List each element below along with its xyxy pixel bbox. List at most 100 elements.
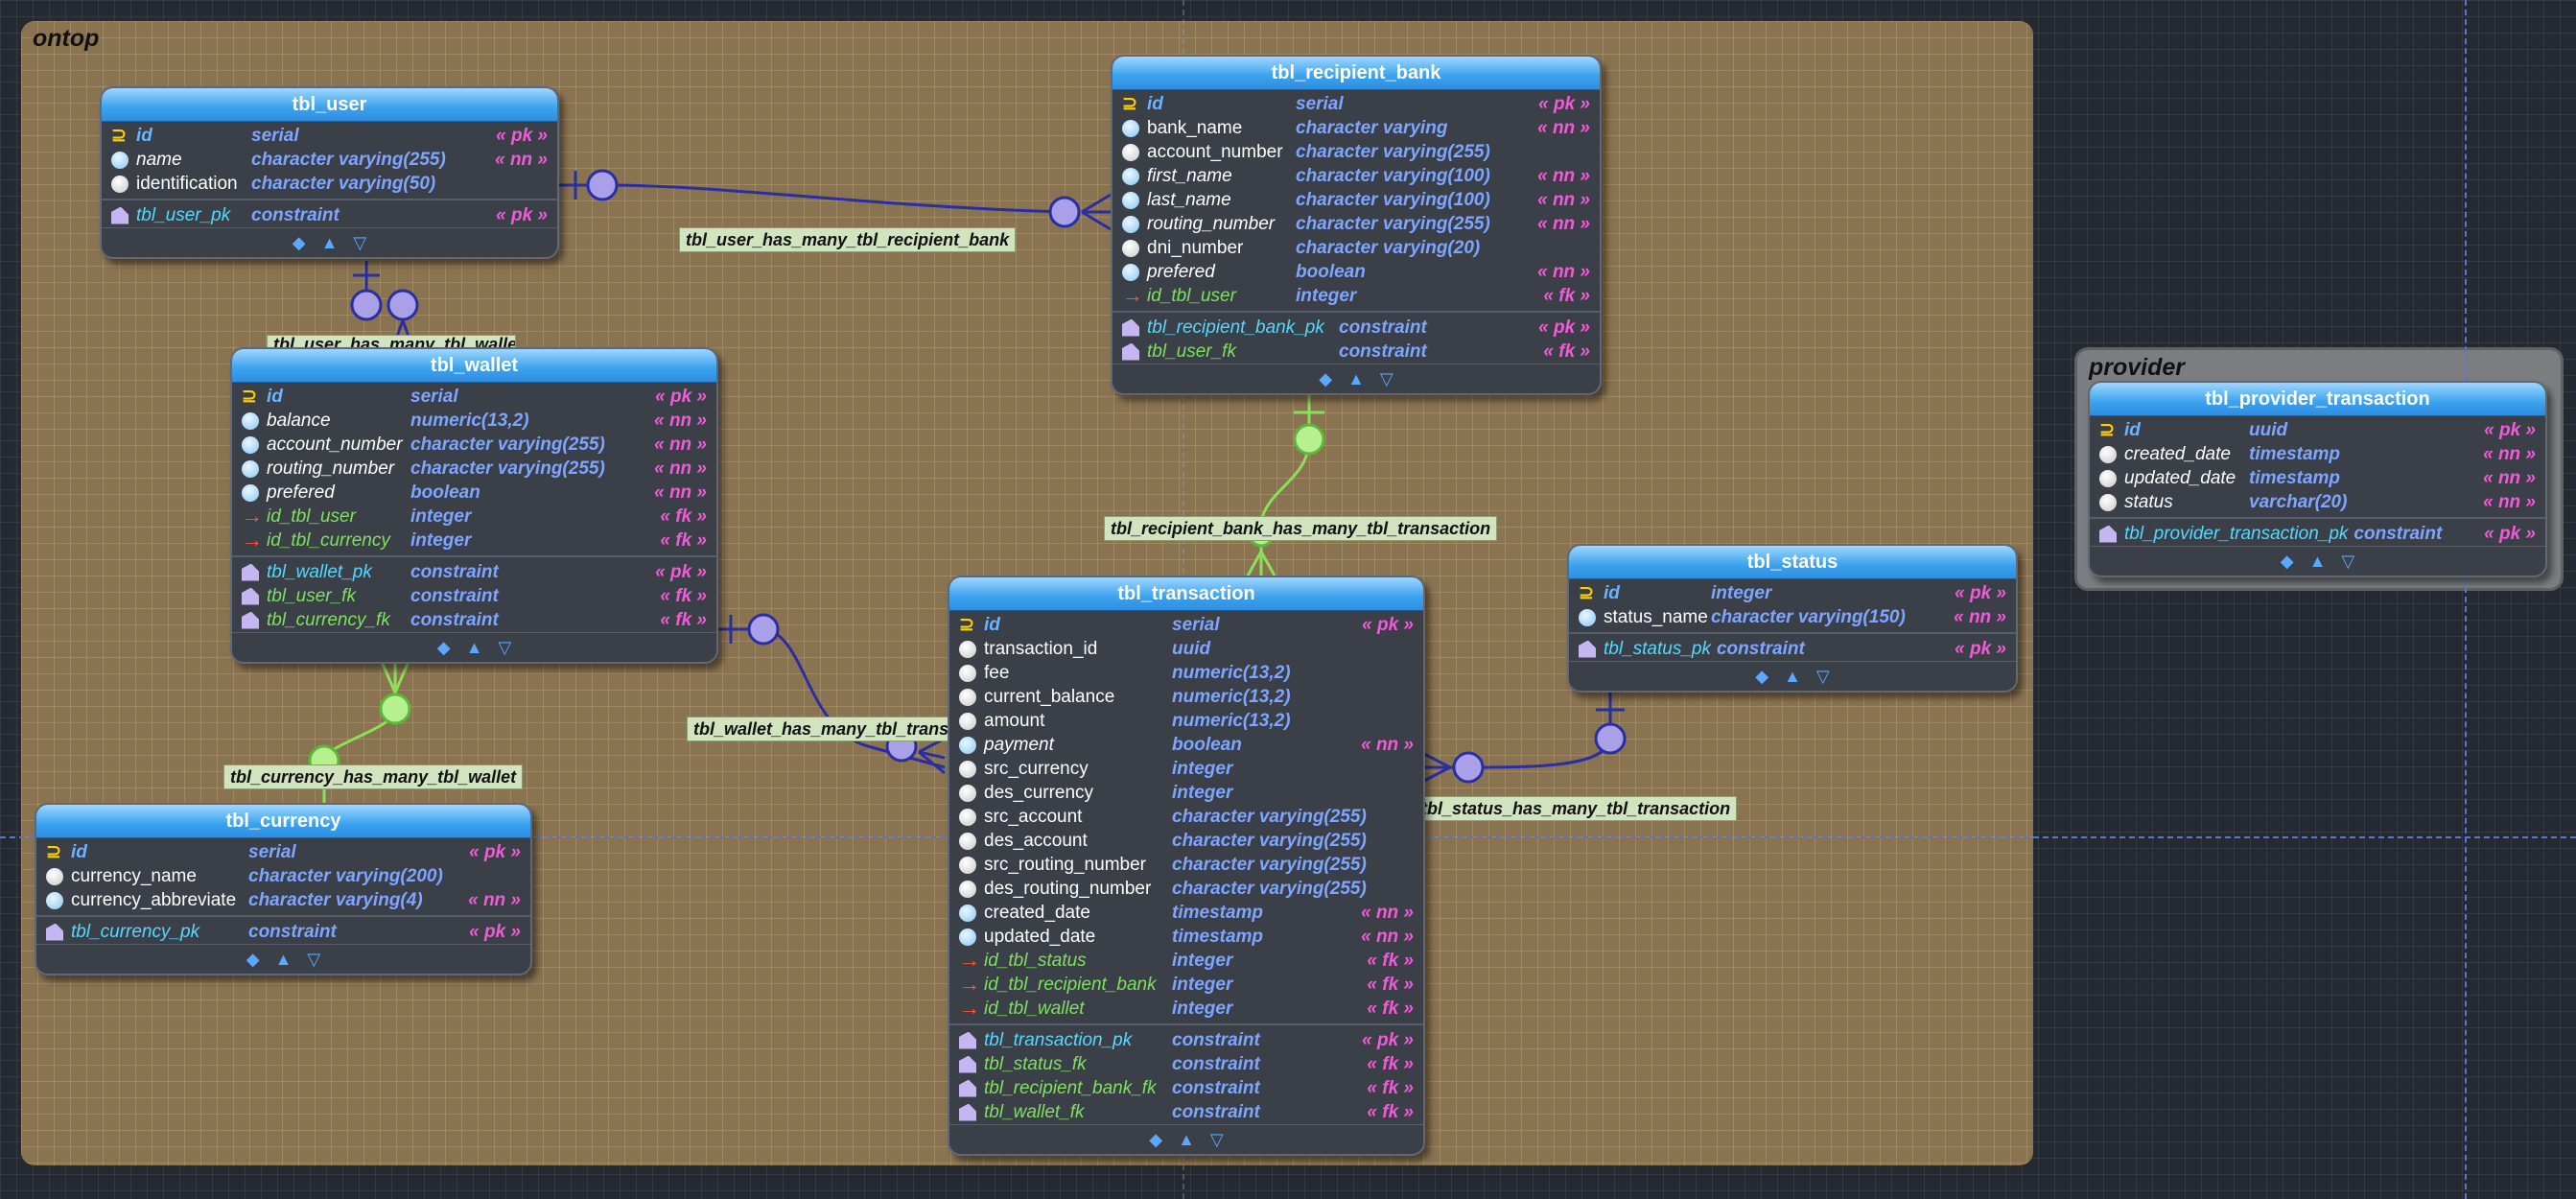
table-tbl-provider-transaction[interactable]: tbl_provider_transactioniduuid« pk »crea… xyxy=(2088,381,2547,577)
table-tbl-transaction[interactable]: tbl_transactionidserial« pk »transaction… xyxy=(948,576,1425,1156)
triangle-up-icon[interactable]: ▲ xyxy=(1347,369,1365,388)
triangle-down-icon[interactable]: ▽ xyxy=(1815,667,1830,686)
triangle-up-icon[interactable]: ▲ xyxy=(1784,667,1801,686)
triangle-up-icon[interactable]: ▲ xyxy=(465,638,483,657)
table-tbl-status[interactable]: tbl_statusidinteger« pk »status_namechar… xyxy=(1567,544,2018,693)
diamond-icon[interactable]: ◆ xyxy=(1319,369,1333,388)
diamond-icon[interactable]: ◆ xyxy=(2280,552,2294,571)
relationship-label[interactable]: tbl_recipient_bank_has_many_tbl_transact… xyxy=(1104,516,1498,541)
relationship-label[interactable]: tbl_currency_has_many_tbl_wallet xyxy=(223,764,524,789)
triangle-up-icon[interactable]: ▲ xyxy=(1178,1130,1195,1149)
table-tbl-recipient-bank[interactable]: tbl_recipient_bankidserial« pk »bank_nam… xyxy=(1111,55,1602,395)
diamond-icon[interactable]: ◆ xyxy=(292,233,306,252)
relationship-label[interactable]: tbl_wallet_has_many_tbl_transaction xyxy=(687,717,955,741)
diamond-icon[interactable]: ◆ xyxy=(1755,667,1769,686)
triangle-up-icon[interactable]: ▲ xyxy=(274,950,293,969)
triangle-down-icon[interactable]: ▽ xyxy=(498,638,512,657)
table-title[interactable]: tbl_provider_transaction xyxy=(2090,383,2545,416)
table-title[interactable]: tbl_wallet xyxy=(232,349,716,383)
column-type: constraint xyxy=(410,610,499,630)
relationship-label[interactable]: tbl_status_has_many_tbl_transaction xyxy=(1418,796,1738,821)
table-title[interactable]: tbl_recipient_bank xyxy=(1112,57,1600,90)
table-tbl-currency[interactable]: tbl_currencyidserial« pk »currency_namec… xyxy=(35,803,532,976)
triangle-down-icon[interactable]: ▽ xyxy=(2341,552,2355,571)
table-title[interactable]: tbl_currency xyxy=(36,805,530,838)
table-title[interactable]: tbl_status xyxy=(1569,546,2016,579)
diamond-icon[interactable]: ◆ xyxy=(1149,1130,1163,1149)
relationship-label[interactable]: tbl_user_has_many_tbl_recipient_bank xyxy=(679,227,1017,252)
triangle-up-icon[interactable]: ▲ xyxy=(320,233,339,252)
triangle-down-icon[interactable]: ▽ xyxy=(1209,1130,1224,1149)
triangle-up-icon[interactable]: ▲ xyxy=(2308,552,2327,571)
triangle-down-icon[interactable]: ▽ xyxy=(307,950,321,969)
table-tbl-wallet[interactable]: tbl_walletidserial« pk »balancenumeric(1… xyxy=(230,347,718,664)
column-tag: « fk » xyxy=(1367,951,1414,971)
triangle-down-icon[interactable]: ▽ xyxy=(353,233,367,252)
diamond-icon[interactable]: ◆ xyxy=(436,638,451,657)
table-title[interactable]: tbl_user xyxy=(102,88,557,122)
table-title[interactable]: tbl_transaction xyxy=(949,577,1423,611)
diamond-icon[interactable]: ◆ xyxy=(246,950,260,969)
triangle-down-icon[interactable]: ▽ xyxy=(1379,369,1393,388)
